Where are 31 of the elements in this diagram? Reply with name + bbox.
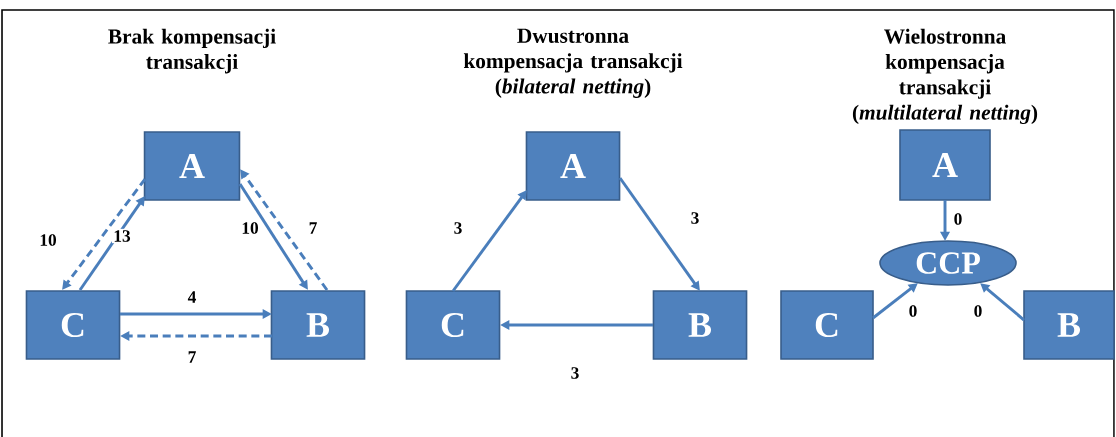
arrow <box>240 169 329 291</box>
process-box: A <box>143 131 241 201</box>
panel-heading: Dwustronna kompensacja transakcji (bilateral netting) <box>463 28 683 98</box>
edge-label: 7 <box>186 350 198 364</box>
process-box: B <box>652 290 748 360</box>
edge-label: 0 <box>907 303 919 319</box>
edge-label: 13 <box>112 228 132 244</box>
process-box: B <box>270 290 366 360</box>
edge-label: 3 <box>569 365 581 381</box>
arrow <box>872 283 918 320</box>
ellipse-node: CCP <box>879 240 1017 286</box>
arrow <box>980 283 1025 322</box>
arrow <box>62 178 147 290</box>
process-box: B <box>1023 290 1115 360</box>
panel-heading: Brak kompensacji transakcji <box>108 28 276 74</box>
arrow <box>618 177 700 291</box>
edge-label: 0 <box>972 303 984 319</box>
process-box: C <box>780 290 874 360</box>
panel-heading: Wielostronna kompensacja transakcji (multilateral netting) <box>852 28 1038 125</box>
edge-label: 3 <box>689 210 701 226</box>
process-box: C <box>405 290 501 360</box>
edge-label: 4 <box>186 289 198 305</box>
process-box: A <box>899 129 991 201</box>
arrow <box>451 190 527 292</box>
edge-label: 10 <box>240 220 260 236</box>
process-box: A <box>525 131 621 201</box>
edge-label: 0 <box>952 211 964 227</box>
edge-label: 3 <box>452 220 464 236</box>
edge-label: 10 <box>38 232 58 248</box>
edge-label: 7 <box>307 221 319 235</box>
process-box: C <box>25 290 121 360</box>
